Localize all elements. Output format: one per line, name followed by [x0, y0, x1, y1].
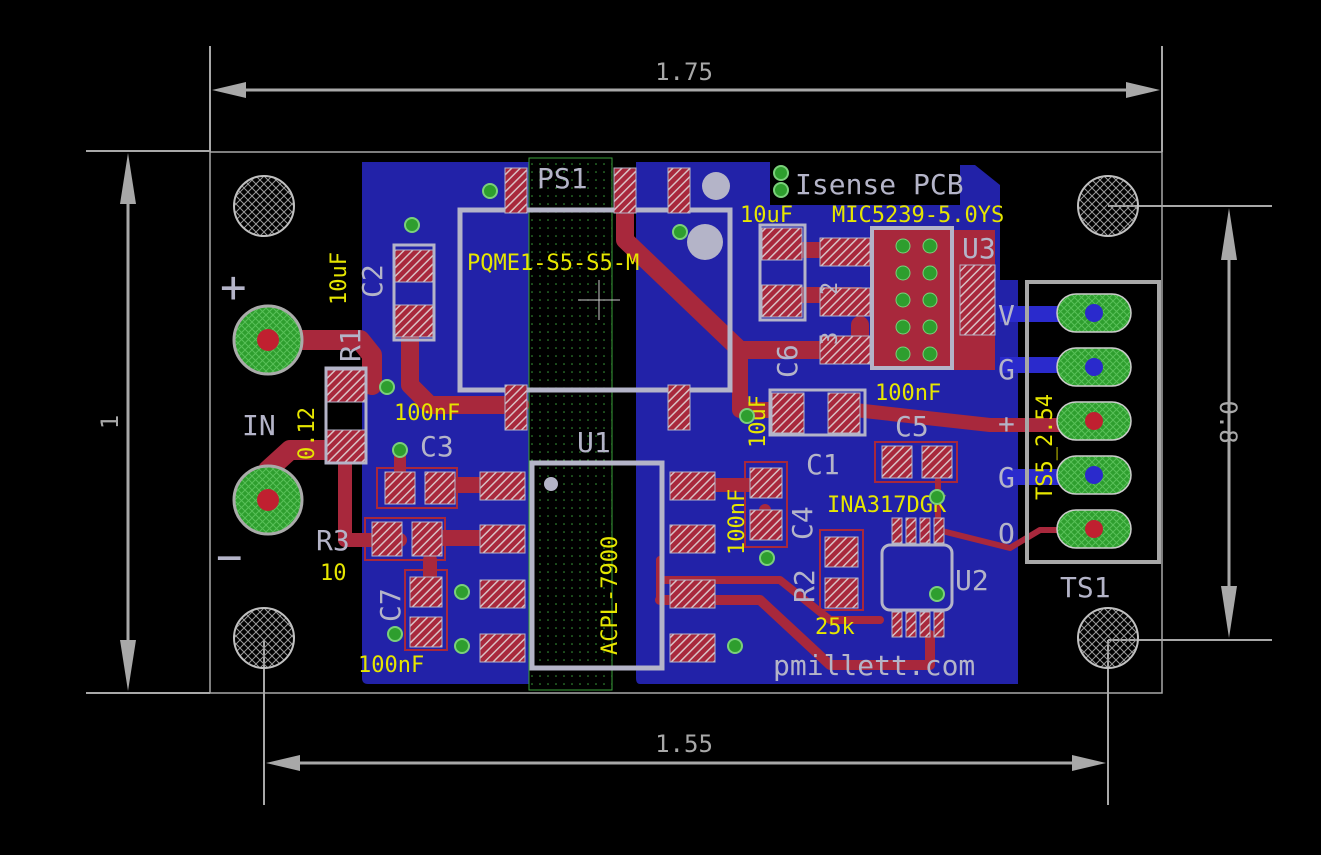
vias [379, 165, 945, 654]
board-outline [209, 151, 1163, 694]
c1-name: C1 [806, 448, 840, 481]
r1-value: 0.12 [295, 407, 320, 460]
u3-name: U3 [962, 232, 996, 265]
dimension-height-mount: 0.8 [1214, 400, 1242, 443]
input-terminal: + − IN [216, 262, 304, 583]
c5-name: C5 [895, 410, 929, 443]
mounting-hole-icon [1077, 607, 1139, 669]
r3-name: R3 [316, 524, 350, 557]
r2-value: 25k [815, 615, 855, 640]
ts1-pad-4 [1056, 455, 1132, 495]
c3-value: 100nF [394, 401, 460, 426]
u3-value: MIC5239-5.0YS [832, 203, 1004, 228]
dimension-bottom: 1.55 [263, 640, 1109, 805]
r2-component: R2 25k [788, 529, 864, 640]
c4-component: C4 100nF [725, 461, 819, 555]
c2-component: C2 10uF [327, 243, 436, 342]
c5-value: 100nF [875, 381, 941, 406]
ps1-name: PS1 [537, 162, 588, 195]
ts1-pin-label-v: V [998, 299, 1015, 332]
drill-hole-icon [257, 329, 279, 351]
dimension-left: 1 [86, 150, 210, 694]
dimension-width-mount: 1.55 [655, 730, 713, 758]
r1-name: R1 [334, 328, 367, 362]
ts1-pin-label-o: O [998, 517, 1015, 550]
dimension-height-outer: 1 [96, 415, 124, 429]
c6-name: C6 [771, 344, 804, 378]
r3-component: R3 10 [316, 517, 446, 586]
c7-name: C7 [374, 588, 407, 622]
c4-value: 100nF [725, 489, 750, 555]
ts1-name: TS1 [1060, 571, 1111, 604]
input-label: IN [242, 409, 276, 442]
c6-value: 10uF [740, 203, 793, 228]
ts1-pin-label-plus: + [998, 407, 1015, 440]
u2-name: U2 [955, 564, 989, 597]
mounting-hole-icon [1077, 175, 1139, 237]
u3-pin2-label: 2 [818, 282, 843, 295]
r3-value: 10 [320, 561, 347, 586]
drill-hole-icon [257, 489, 279, 511]
c3-component: C3 100nF [376, 401, 460, 509]
mounting-holes [233, 175, 1139, 669]
u2-value: INA317DGK [827, 493, 947, 518]
mounting-hole-icon [233, 175, 295, 237]
ts1-pin-label-g1: G [998, 353, 1015, 386]
c6-component: C6 10uF [740, 203, 807, 378]
input-plus-label: + [220, 262, 247, 313]
c3-name: C3 [420, 430, 454, 463]
origin-cross-icon [578, 280, 620, 320]
c4-name: C4 [786, 506, 819, 540]
u3-pin3-label: 3 [818, 332, 843, 345]
ts1-connector: TS1 TS5_2.54 V G + G O [998, 280, 1161, 604]
dimension-top: 1.75 [209, 46, 1163, 152]
isolation-keepout [528, 157, 613, 691]
c2-name: C2 [356, 264, 389, 298]
ps1-component: PS1 PQME1-S5-S5-M [457, 162, 733, 431]
dimension-width-outer: 1.75 [655, 58, 713, 86]
mounting-hole-icon [233, 607, 295, 669]
u1-name: U1 [577, 426, 611, 459]
c7-value: 100nF [358, 653, 424, 678]
ts1-value: TS5_2.54 [1033, 394, 1058, 500]
u1-component: U1 ACPL-7900 [479, 426, 716, 671]
ts1-pad-2 [1056, 347, 1132, 387]
input-minus-label: − [216, 532, 243, 583]
c7-component: C7 100nF [358, 569, 448, 678]
u2-component: U2 INA317DGK [827, 493, 989, 638]
dimension-right: 0.8 [1108, 205, 1272, 641]
r2-name: R2 [788, 569, 821, 603]
ts1-pin-label-g2: G [998, 461, 1015, 494]
u1-value: ACPL-7900 [598, 536, 623, 655]
r1-component: R1 0.12 [295, 328, 368, 465]
c2-value: 10uF [327, 252, 352, 305]
board-title: Isense PCB [795, 168, 964, 201]
ts1-pad-3 [1056, 401, 1132, 441]
c1-component: C1 10uF [746, 388, 867, 481]
ts1-pad-5 [1056, 509, 1132, 549]
u3-component: U3 MIC5239-5.0YS 2 3 [818, 203, 1004, 370]
ps1-value: PQME1-S5-S5-M [467, 251, 639, 276]
board-website: pmillett.com [773, 649, 975, 682]
ts1-pad-1 [1056, 293, 1132, 333]
c5-component: C5 100nF [874, 381, 958, 483]
